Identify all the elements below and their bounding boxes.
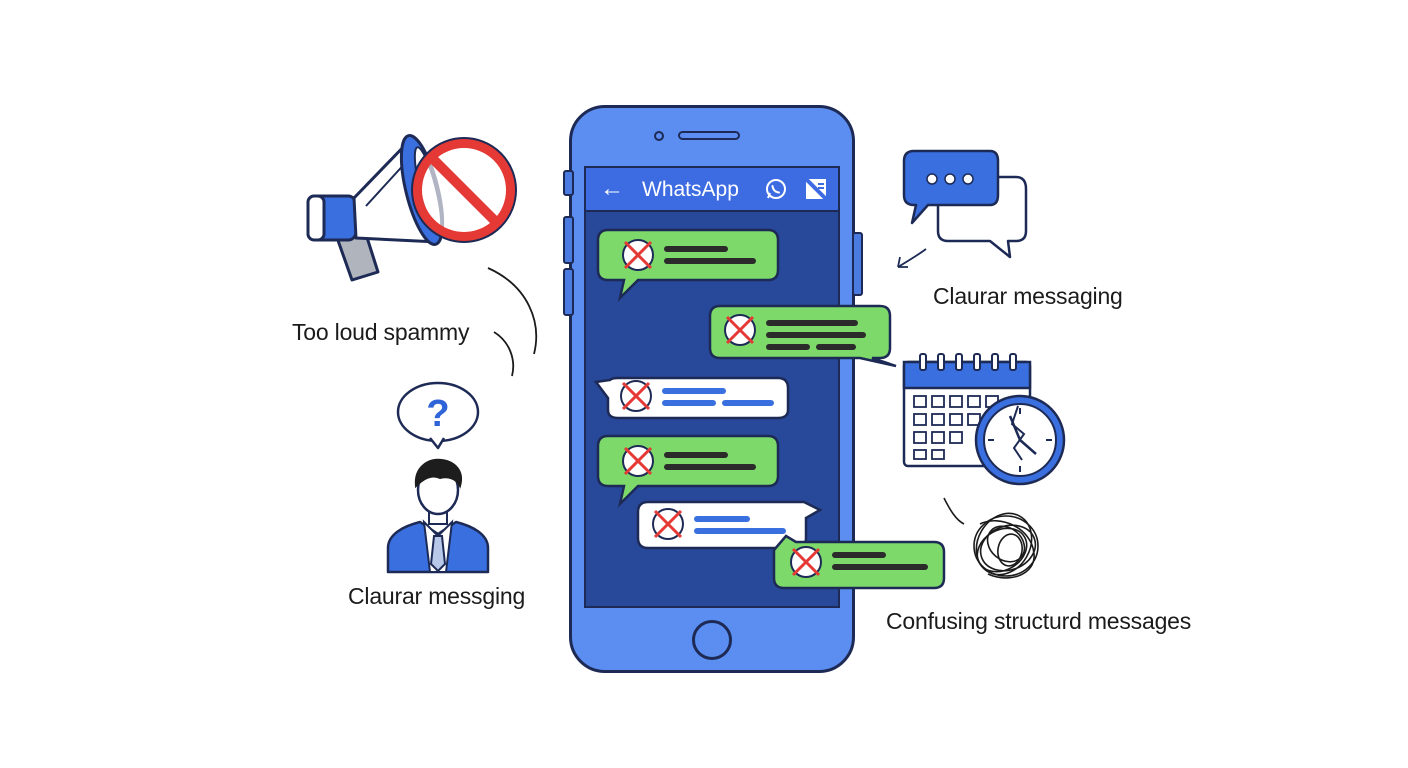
- person-messaging-label: Claurar messging: [348, 583, 526, 609]
- rejected-icon: [651, 507, 685, 541]
- menu-icon[interactable]: [804, 177, 828, 201]
- confusing-structured-messages-label: Confusing structurd messages: [886, 608, 1192, 634]
- whatsapp-icon[interactable]: [764, 177, 788, 201]
- rejected-icon: [789, 545, 823, 579]
- message-bubble-1: [596, 228, 780, 302]
- too-loud-spammy-label: Too loud spammy: [292, 319, 470, 345]
- phone-power-button: [852, 232, 863, 296]
- broken-clock-icon: [974, 394, 1066, 486]
- claurar-messaging-label: Claurar messaging: [933, 283, 1123, 309]
- question-bubble-icon: ?: [396, 381, 480, 450]
- phone-volume-down-button: [563, 268, 574, 316]
- phone-camera: [654, 131, 664, 141]
- arrow-left-icon[interactable]: ←: [600, 175, 624, 202]
- home-button[interactable]: [692, 620, 732, 660]
- rejected-icon: [621, 238, 655, 272]
- phone-side-button: [563, 170, 574, 196]
- message-bubble-2: [708, 304, 897, 368]
- rejected-icon: [723, 313, 757, 347]
- app-title: WhatsApp: [642, 178, 739, 201]
- rejected-icon: [621, 444, 655, 478]
- rejected-icon: [619, 379, 653, 413]
- svg-text:?: ?: [426, 393, 449, 435]
- message-bubble-6: [772, 534, 946, 590]
- calendar-icon: [902, 353, 1066, 486]
- phone-volume-up-button: [563, 216, 574, 264]
- app-header: ← WhatsApp: [586, 168, 838, 212]
- message-bubble-3: [593, 376, 790, 420]
- prohibited-icon: [411, 137, 517, 243]
- megaphone-icon: [306, 134, 517, 282]
- chat-messages: [593, 228, 946, 590]
- chat-bubbles-icon: [897, 149, 1028, 268]
- connector-lines-left: [487, 267, 538, 377]
- tangled-scribble-icon: [943, 497, 1039, 579]
- message-bubble-5: [636, 500, 823, 550]
- message-bubble-4: [596, 434, 780, 508]
- phone-speaker: [678, 131, 740, 140]
- person-icon: [386, 458, 490, 574]
